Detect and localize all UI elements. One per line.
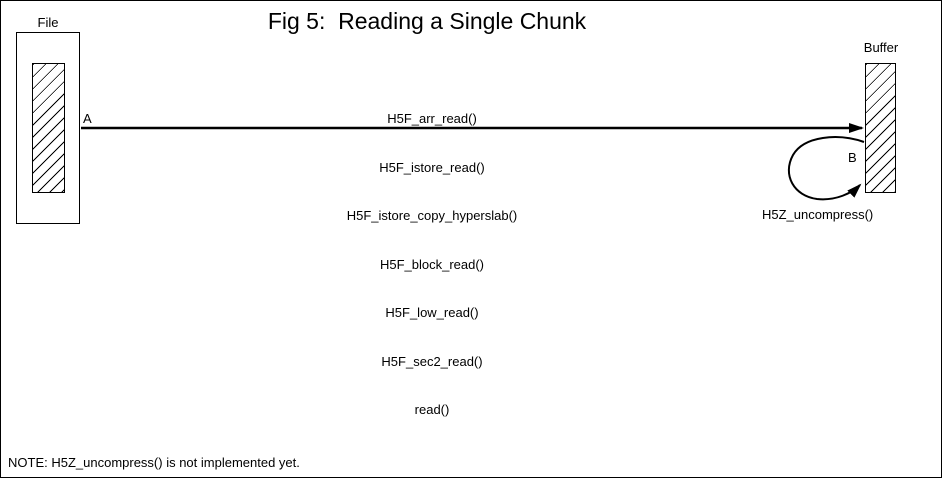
buffer-label: Buffer xyxy=(863,40,899,55)
file-label: File xyxy=(37,15,59,30)
arrow-a-label: A xyxy=(83,111,92,126)
fn-call-sec2-read: H5F_sec2_read() xyxy=(381,353,483,369)
uncompress-function-label: H5Z_uncompress() xyxy=(762,207,874,222)
fn-call-low-read: H5F_low_read() xyxy=(385,305,479,321)
figure-title: Fig 5: Reading a Single Chunk xyxy=(267,8,587,34)
buffer-box xyxy=(865,63,896,193)
uncompress-loop-arrow xyxy=(787,136,865,201)
file-chunk-region xyxy=(32,63,65,193)
fn-call-istore-copy-hyperslab: H5F_istore_copy_hyperslab() xyxy=(346,208,518,224)
fn-call-read: read() xyxy=(414,402,450,418)
arrow-b-label: B xyxy=(848,150,857,165)
fn-call-arr-read: H5F_arr_read() xyxy=(387,111,477,127)
fn-call-istore-read: H5F_istore_read() xyxy=(379,159,485,175)
footnote: NOTE: H5Z_uncompress() is not implemente… xyxy=(8,455,300,470)
fn-call-block-read: H5F_block_read() xyxy=(379,256,485,272)
read-call-stack: H5F_arr_read() H5F_istore_read() H5F_ist… xyxy=(347,79,518,451)
